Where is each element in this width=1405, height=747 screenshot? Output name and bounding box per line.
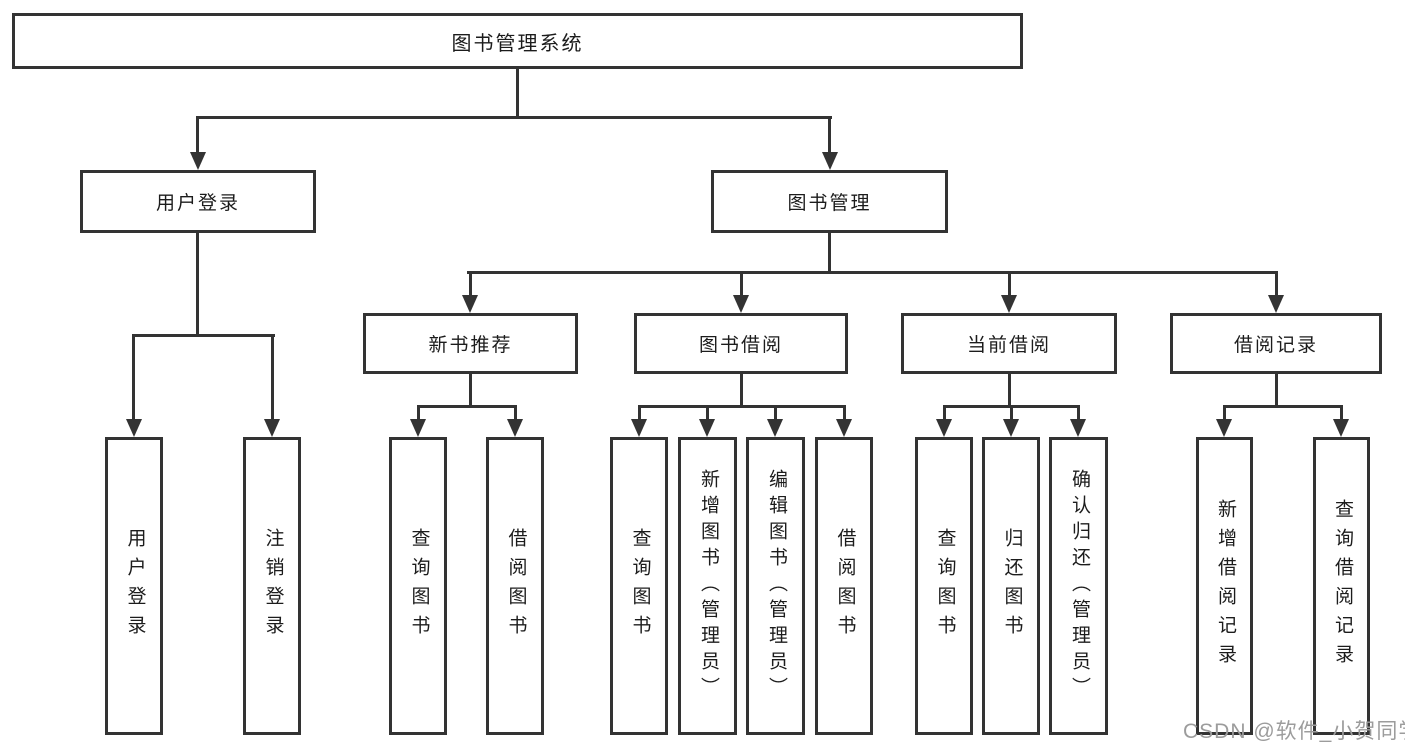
leaf-borrow-books: 借阅图书	[486, 437, 544, 735]
arrowhead-down-icon	[126, 419, 142, 437]
leaf-label: 查询借阅记录	[1331, 499, 1353, 673]
arrowhead-down-icon	[767, 419, 783, 437]
arrowhead-down-icon	[936, 419, 952, 437]
arrowhead-down-icon	[462, 295, 478, 313]
node-borrowing-records: 借阅记录	[1170, 313, 1382, 374]
arrowhead-down-icon	[733, 295, 749, 313]
arrowhead-down-icon	[631, 419, 647, 437]
connector-root-bar	[196, 116, 832, 119]
leaf-query-books: 查询图书	[915, 437, 973, 735]
connector-stub	[828, 116, 831, 154]
leaf-edit-books-admin: 编辑图书（管理员）	[746, 437, 805, 735]
node-library-management-system: 图书管理系统	[12, 13, 1023, 69]
arrowhead-down-icon	[822, 152, 838, 170]
node-label: 当前借阅	[966, 335, 1051, 356]
leaf-label: 新增图书（管理员）	[697, 469, 719, 703]
connector-user-bar	[132, 334, 275, 337]
leaf-add-borrow-record: 新增借阅记录	[1196, 437, 1253, 735]
node-label: 借阅记录	[1233, 335, 1318, 356]
connector-bar	[638, 405, 846, 408]
connector-stub	[740, 271, 743, 297]
leaf-label: 借阅图书	[834, 528, 856, 644]
leaf-query-books: 查询图书	[610, 437, 668, 735]
connector-trunk	[469, 374, 472, 407]
leaf-label: 查询图书	[934, 528, 956, 644]
leaf-label: 新增借阅记录	[1214, 499, 1236, 673]
arrowhead-down-icon	[1333, 419, 1349, 437]
connector-book-bar	[467, 271, 1278, 274]
connector-stub	[132, 334, 135, 419]
arrowhead-down-icon	[1070, 419, 1086, 437]
connector-stub	[1340, 405, 1343, 419]
connector-stub	[706, 405, 709, 419]
arrowhead-down-icon	[507, 419, 523, 437]
leaf-label: 编辑图书（管理员）	[765, 469, 787, 703]
node-book-borrowing: 图书借阅	[634, 313, 848, 374]
connector-bar	[1223, 405, 1343, 408]
leaf-label: 用户登录	[124, 528, 146, 644]
connector-stub	[1010, 405, 1013, 419]
arrowhead-down-icon	[699, 419, 715, 437]
leaf-label: 借阅图书	[505, 528, 527, 644]
arrowhead-down-icon	[1216, 419, 1232, 437]
leaf-user-login: 用户登录	[105, 437, 163, 735]
connector-stub	[196, 116, 199, 154]
node-user-login: 用户登录	[80, 170, 316, 233]
leaf-label: 查询图书	[629, 528, 651, 644]
connector-stub	[1223, 405, 1226, 419]
leaf-label: 归还图书	[1001, 528, 1023, 644]
connector-stub	[843, 405, 846, 419]
leaf-return-books: 归还图书	[982, 437, 1040, 735]
connector-trunk	[1275, 374, 1278, 407]
connector-stub	[469, 271, 472, 297]
connector-stub	[1008, 271, 1011, 297]
connector-root-trunk	[516, 69, 519, 119]
leaf-query-borrow-record: 查询借阅记录	[1313, 437, 1370, 735]
arrowhead-down-icon	[264, 419, 280, 437]
leaf-label: 确认归还（管理员）	[1068, 469, 1090, 703]
leaf-label: 注销登录	[262, 528, 284, 644]
connector-book-trunk	[828, 233, 831, 273]
connector-stub	[774, 405, 777, 419]
arrowhead-down-icon	[190, 152, 206, 170]
arrowhead-down-icon	[1268, 295, 1284, 313]
leaf-confirm-return-admin: 确认归还（管理员）	[1049, 437, 1108, 735]
connector-stub	[271, 334, 274, 419]
leaf-query-books: 查询图书	[389, 437, 447, 735]
node-label: 图书借阅	[698, 335, 783, 356]
csdn-watermark: CSDN @软件_小贺同学	[1183, 720, 1405, 743]
connector-user-trunk	[196, 233, 199, 336]
node-new-book-recommendation: 新书推荐	[363, 313, 578, 374]
arrowhead-down-icon	[1003, 419, 1019, 437]
node-label: 图书管理	[787, 193, 872, 214]
leaf-add-books-admin: 新增图书（管理员）	[678, 437, 737, 735]
connector-stub	[638, 405, 641, 419]
connector-stub	[417, 405, 420, 419]
connector-trunk	[1008, 374, 1011, 407]
arrowhead-down-icon	[410, 419, 426, 437]
arrowhead-down-icon	[1001, 295, 1017, 313]
connector-stub	[943, 405, 946, 419]
leaf-label: 查询图书	[408, 528, 430, 644]
node-label: 图书管理系统	[451, 32, 584, 55]
node-book-management: 图书管理	[711, 170, 948, 233]
node-current-borrowing: 当前借阅	[901, 313, 1117, 374]
connector-stub	[1077, 405, 1080, 419]
leaf-borrow-books: 借阅图书	[815, 437, 873, 735]
arrowhead-down-icon	[836, 419, 852, 437]
connector-stub	[514, 405, 517, 419]
node-label: 用户登录	[155, 193, 240, 214]
connector-trunk	[740, 374, 743, 407]
connector-bar	[417, 405, 517, 408]
node-label: 新书推荐	[428, 335, 513, 356]
connector-stub	[1275, 271, 1278, 297]
leaf-logout: 注销登录	[243, 437, 301, 735]
